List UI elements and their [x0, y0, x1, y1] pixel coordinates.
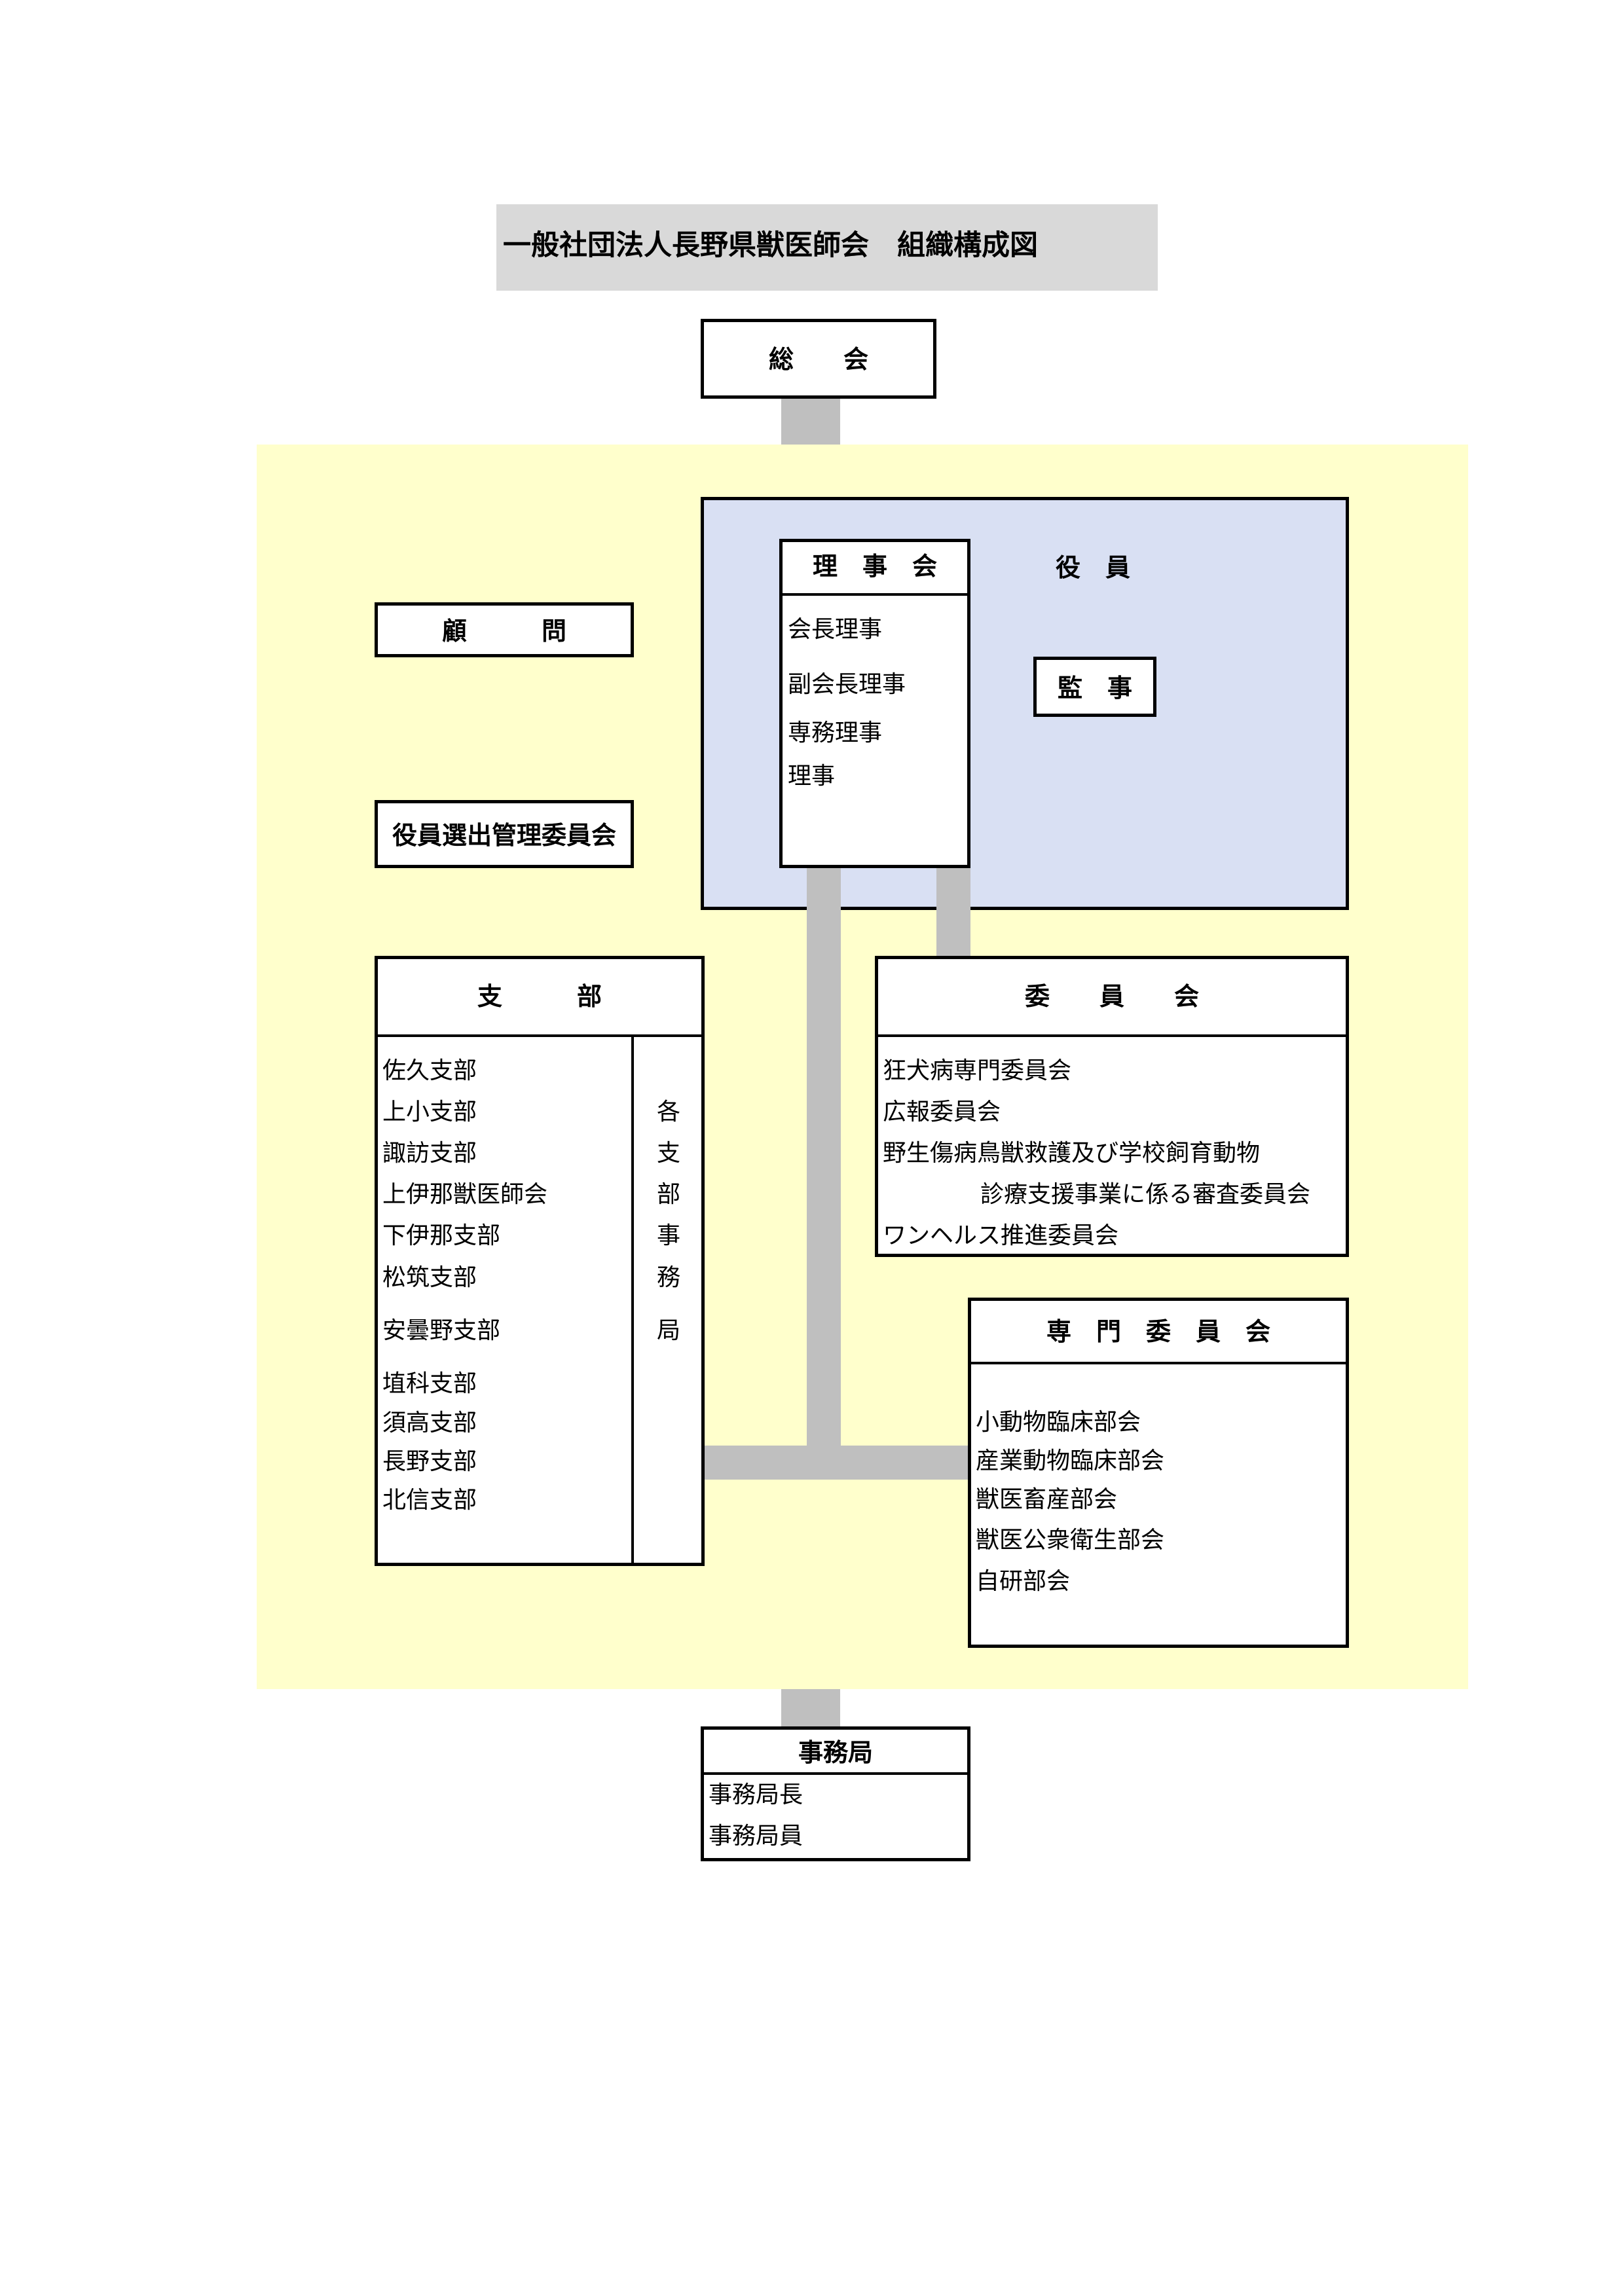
committees-title: 委 員 会: [1024, 982, 1199, 1011]
expert-committees-divider: [970, 1362, 1346, 1364]
general-assembly-label: 総 会: [768, 345, 868, 374]
branch-office-char: 部: [657, 1181, 681, 1208]
branches-divider: [377, 1034, 702, 1037]
connector-board-committees: [936, 868, 970, 956]
advisor-box: 顧 問: [375, 602, 634, 657]
branch-item: 長野支部: [382, 1448, 477, 1475]
branch-item: 諏訪支部: [382, 1140, 477, 1167]
committee-item: 広報委員会: [883, 1099, 1001, 1125]
board-member: 理事: [788, 763, 836, 790]
expert-committee-item: 自研部会: [976, 1568, 1071, 1595]
secretariat-box: 事務局: [701, 1726, 970, 1861]
branch-item: 須高支部: [382, 1410, 477, 1436]
branch-item: 佐久支部: [382, 1057, 477, 1084]
branch-item: 埴科支部: [382, 1370, 477, 1397]
connector-board-main: [807, 868, 841, 1448]
expert-committee-item: 小動物臨床部会: [976, 1409, 1141, 1436]
board-member: 副会長理事: [788, 671, 906, 698]
branch-item: 安曇野支部: [382, 1317, 501, 1344]
branch-office-char: 各: [657, 1099, 681, 1125]
secretariat-item: 事務局長: [709, 1781, 803, 1808]
officers-label: 役 員: [1056, 553, 1131, 582]
committees-box: 委 員 会: [875, 956, 1349, 1257]
secretariat-title: 事務局: [798, 1738, 873, 1767]
secretariat-divider: [703, 1772, 968, 1775]
title-banner: 一般社団法人長野県獣医師会 組織構成図: [496, 204, 1158, 291]
board-divider: [782, 593, 968, 596]
expert-committee-item: 獣医畜産部会: [976, 1486, 1118, 1513]
advisor-label: 顧 問: [441, 617, 566, 646]
committee-item: 診療支援事業に係る審査委員会: [980, 1181, 1311, 1208]
branches-box: 支 部: [375, 956, 705, 1566]
auditor-label: 監 事: [1057, 674, 1132, 702]
connector-org-secretariat: [781, 1689, 840, 1731]
branch-office-char: 支: [657, 1140, 681, 1167]
secretariat-item: 事務局員: [709, 1823, 803, 1850]
expert-committees-title: 専 門 委 員 会: [1046, 1317, 1270, 1346]
committee-item: 野生傷病鳥獣救護及び学校飼育動物: [883, 1140, 1261, 1167]
board-member: 専務理事: [788, 720, 883, 746]
board-box: 理 事 会: [779, 539, 970, 868]
branch-item: 松筑支部: [382, 1264, 477, 1291]
branch-office-char: 事: [657, 1222, 681, 1249]
branches-office-divider: [631, 1034, 634, 1563]
branch-item: 上伊那獣医師会: [382, 1181, 548, 1208]
branch-item: 下伊那支部: [382, 1222, 501, 1249]
branch-office-char: 務: [657, 1264, 681, 1291]
election-committee-box: 役員選出管理委員会: [375, 800, 634, 868]
expert-committees-box: 専 門 委 員 会: [968, 1298, 1349, 1648]
expert-committee-item: 獣医公衆衛生部会: [976, 1527, 1165, 1554]
election-committee-label: 役員選出管理委員会: [392, 821, 616, 850]
branch-office-char: 局: [657, 1317, 681, 1344]
expert-committee-item: 産業動物臨床部会: [976, 1448, 1165, 1474]
branch-item: 北信支部: [382, 1487, 477, 1514]
general-assembly-box: 総 会: [701, 319, 936, 399]
auditor-box: 監 事: [1033, 657, 1156, 717]
board-member: 会長理事: [788, 616, 883, 643]
branch-item: 上小支部: [382, 1099, 477, 1125]
committee-item: ワンヘルス推進委員会: [883, 1222, 1119, 1249]
branches-title: 支 部: [477, 982, 602, 1011]
committees-divider: [877, 1034, 1346, 1037]
page-title: 一般社団法人長野県獣医師会 組織構成図: [503, 229, 1038, 262]
committee-item: 狂犬病専門委員会: [883, 1057, 1072, 1084]
connector-assembly: [781, 399, 840, 445]
board-title: 理 事 会: [812, 552, 937, 581]
connector-horizontal: [705, 1446, 972, 1480]
